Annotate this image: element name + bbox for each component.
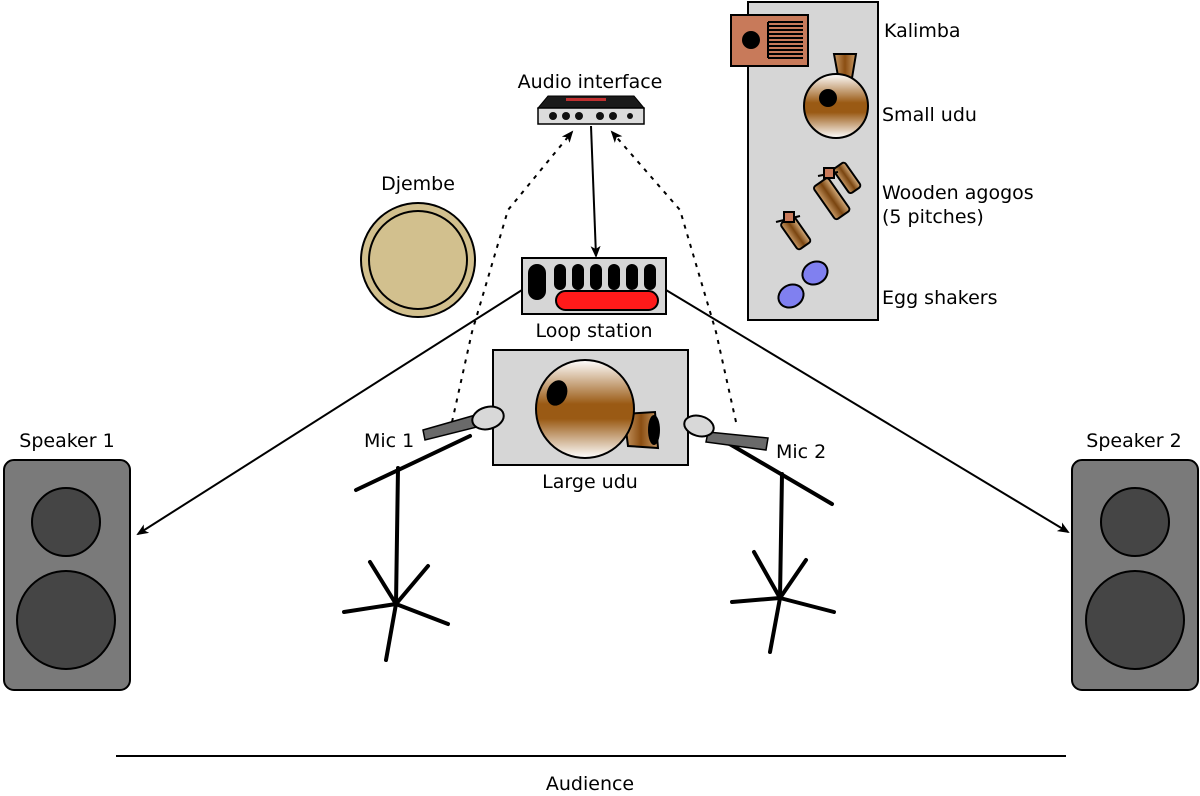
small-udu-icon — [803, 53, 869, 139]
mic-2-icon — [683, 414, 769, 451]
speaker-2-label: Speaker 2 — [1086, 430, 1181, 452]
small-udu-label: Small udu — [882, 104, 977, 126]
signal-lines — [136, 125, 1070, 536]
speaker-1-label: Speaker 1 — [19, 430, 114, 452]
audience-label: Audience — [546, 773, 634, 795]
kalimba-label: Kalimba — [884, 20, 961, 42]
large-udu-label: Large udu — [542, 471, 638, 493]
loop-station-icon — [521, 257, 667, 315]
wooden-agogos-icon — [775, 161, 862, 251]
audio-interface-label: Audio interface — [518, 71, 663, 93]
wooden-agogos-pitches-label: (5 pitches) — [882, 206, 984, 228]
loop-station-label: Loop station — [536, 320, 653, 342]
kalimba-icon — [730, 14, 809, 67]
mic-1-stand — [342, 434, 472, 662]
large-udu-icon — [492, 349, 689, 466]
speaker-1-icon — [3, 459, 131, 691]
mic-2-label: Mic 2 — [776, 441, 826, 463]
mic-1-icon — [422, 405, 505, 441]
egg-shakers-icon — [777, 260, 829, 309]
mic-1-label: Mic 1 — [364, 430, 414, 452]
audio-interface-icon — [536, 95, 646, 125]
speaker-2-icon — [1071, 459, 1199, 691]
mic-2-stand — [714, 434, 836, 654]
djembe-icon — [360, 202, 476, 318]
djembe-label: Djembe — [381, 173, 455, 195]
egg-shakers-label: Egg shakers — [882, 287, 997, 309]
wooden-agogos-label: Wooden agogos — [882, 182, 1034, 204]
